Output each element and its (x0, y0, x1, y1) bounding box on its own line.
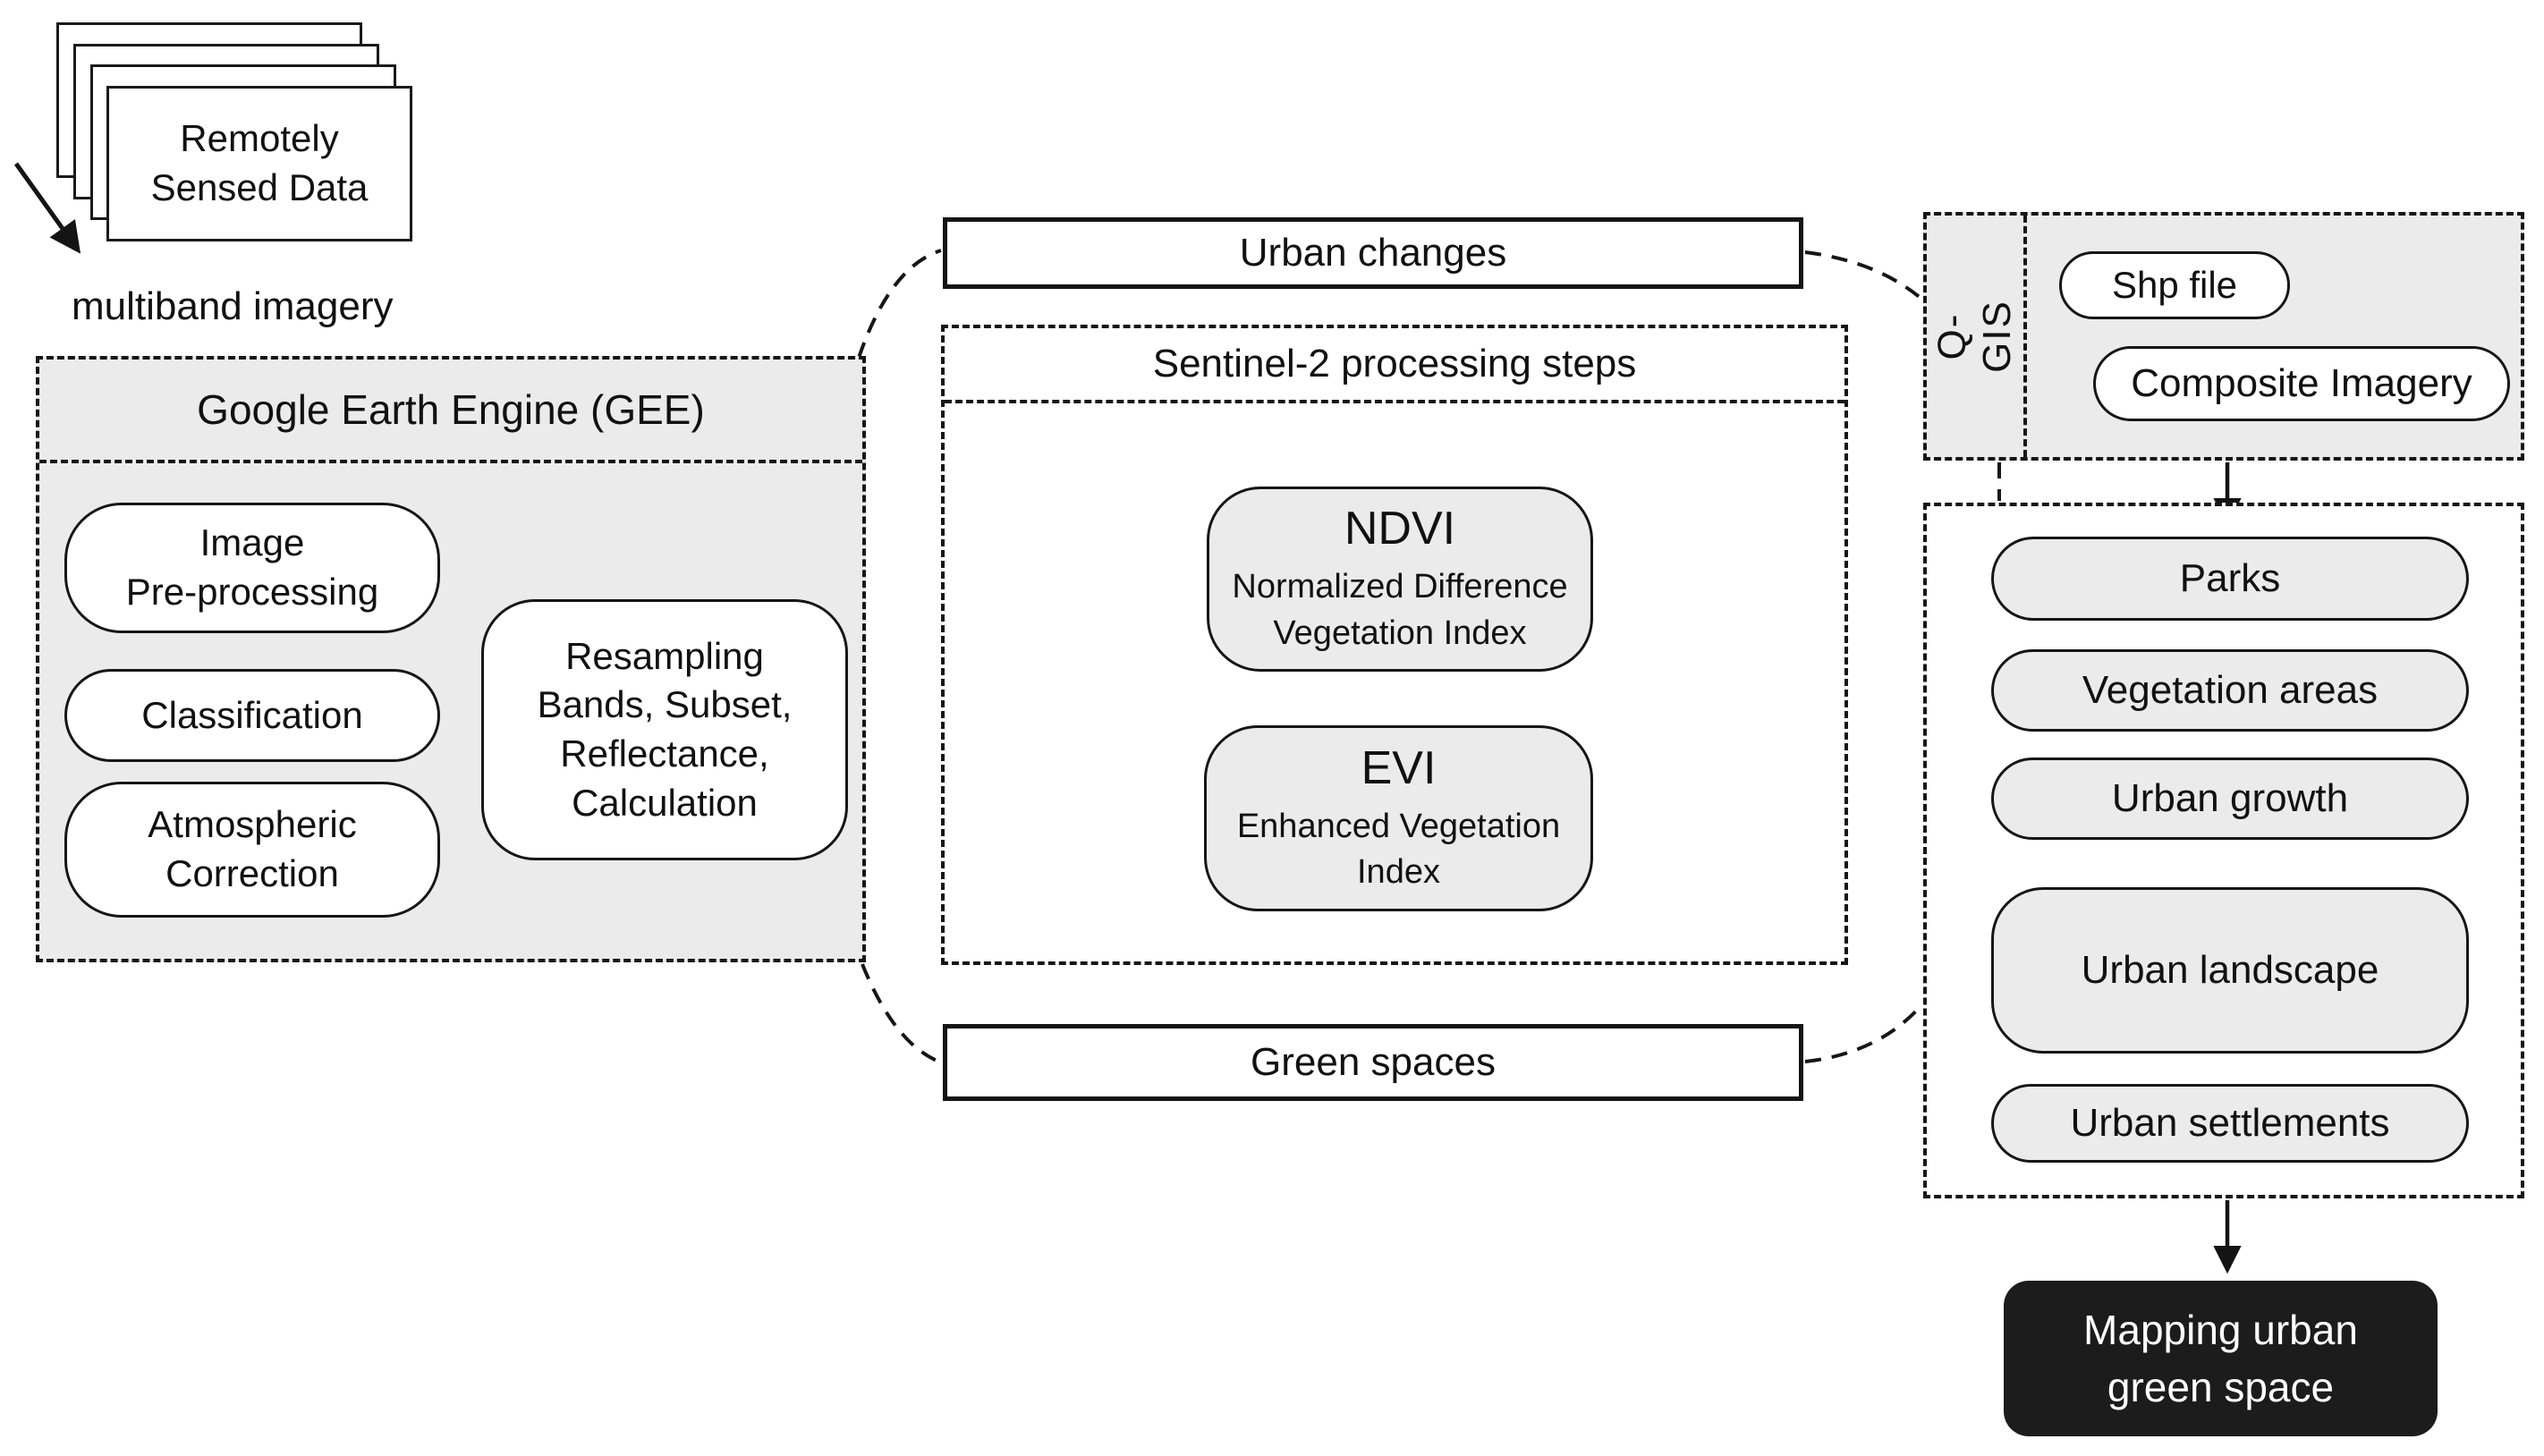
sentinel-header: Sentinel-2 processing steps (945, 328, 1844, 403)
gee-resampling-box: Resampling Bands, Subset, Reflectance, C… (481, 599, 848, 860)
ndvi-name: Normalized Difference Vegetation Index (1232, 568, 1568, 652)
output-pill-urban-landscape: Urban landscape (1991, 887, 2469, 1054)
ndvi-box: NDVI Normalized Difference Vegetation In… (1207, 487, 1593, 672)
evi-box: EVI Enhanced Vegetation Index (1204, 725, 1593, 911)
connector-green-spaces-to-outputs (1804, 1003, 1923, 1063)
qgis-label: Q-GIS (1930, 300, 2019, 373)
qgis-panel: Q-GIS Shp file Composite Imagery (1923, 212, 2524, 461)
shp-file-pill: Shp file (2059, 251, 2290, 319)
sentinel-panel: Sentinel-2 processing steps NDVI Normali… (941, 325, 1848, 965)
output-pill-parks: Parks (1991, 537, 2469, 621)
connector-gee-to-green-spaces (861, 963, 942, 1064)
gee-step-classification: Classification (64, 669, 440, 762)
gee-header: Google Earth Engine (GEE) (39, 360, 862, 463)
connector-gee-to-urban-changes (857, 249, 942, 359)
connector-urban-changes-to-qgis (1804, 250, 1923, 301)
stack-label: Remotely Sensed Data (150, 117, 369, 208)
multiband-caption: multiband imagery (72, 284, 394, 328)
output-pill-urban-growth: Urban growth (1991, 758, 2469, 840)
gee-panel: Google Earth Engine (GEE) Image Pre-proc… (36, 356, 866, 962)
stack-sheet-front: Remotely Sensed Data (106, 86, 412, 241)
gee-title: Google Earth Engine (GEE) (197, 386, 705, 433)
evi-abbr: EVI (1361, 741, 1437, 794)
urban-changes-bar: Urban changes (943, 217, 1803, 289)
composite-imagery-pill: Composite Imagery (2093, 346, 2510, 421)
gee-step-image-preprocessing: Image Pre-processing (64, 503, 440, 633)
sentinel-title: Sentinel-2 processing steps (1152, 342, 1637, 385)
result-box: Mapping urban green space (2004, 1281, 2438, 1436)
evi-name: Enhanced Vegetation Index (1236, 807, 1561, 891)
gee-step-atmospheric-correction: Atmospheric Correction (64, 782, 440, 918)
ndvi-abbr: NDVI (1344, 503, 1456, 555)
output-pill-vegetation-areas: Vegetation areas (1991, 649, 2469, 732)
result-label: Mapping urban green space (2083, 1306, 2358, 1410)
outputs-panel: Parks Vegetation areas Urban growth Urba… (1923, 503, 2524, 1198)
green-spaces-bar: Green spaces (943, 1024, 1803, 1101)
qgis-label-cell: Q-GIS (1927, 216, 2027, 457)
output-pill-urban-settlements: Urban settlements (1991, 1084, 2469, 1163)
